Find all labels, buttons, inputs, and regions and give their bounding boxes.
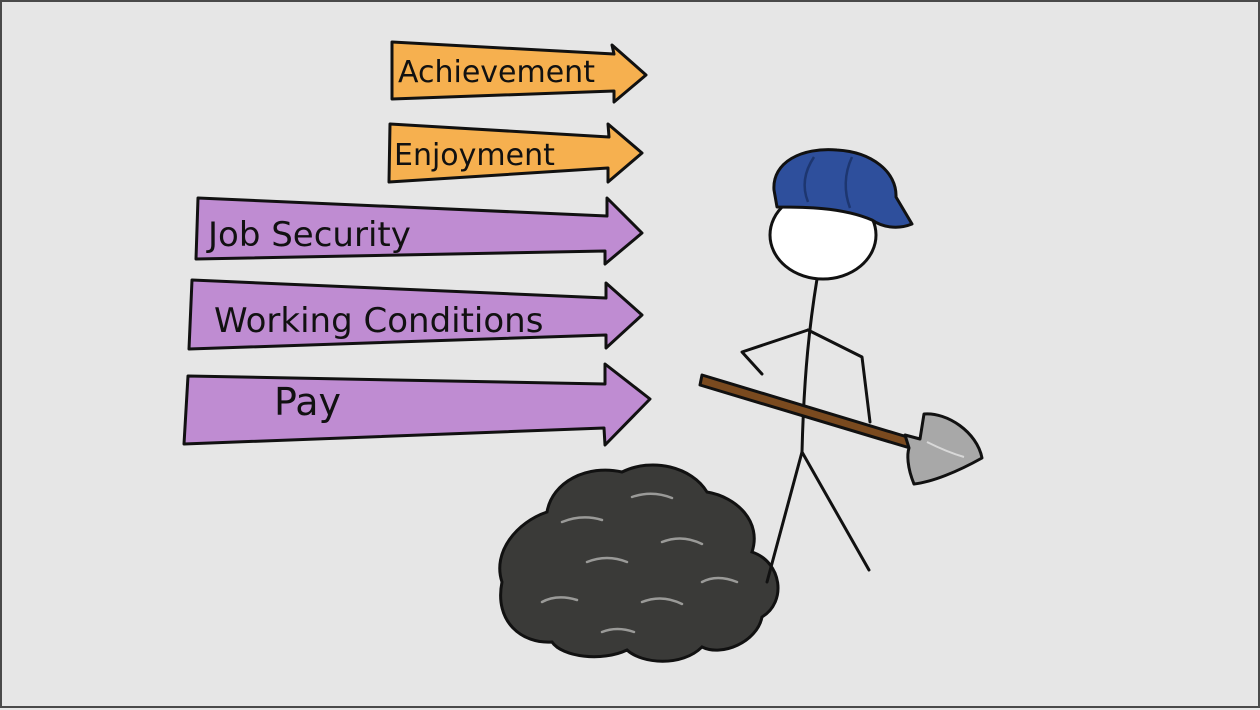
arrow-working-conditions-shape [187, 278, 644, 351]
stick-figure-icon [740, 148, 914, 584]
arrow-job-security: Job Security [194, 196, 644, 266]
arrow-enjoyment-label: Enjoyment [394, 138, 555, 173]
arrow-pay-label: Pay [274, 380, 341, 424]
arrow-pay-shape [182, 362, 652, 447]
cap-icon [772, 148, 914, 229]
arrow-enjoyment: Enjoyment [387, 122, 644, 184]
arrow-working-conditions-label: Working Conditions [214, 301, 543, 341]
arrow-job-security-shape [194, 196, 644, 266]
arrow-enjoyment-shape [387, 122, 644, 184]
shovel-icon [698, 373, 984, 486]
arrow-achievement-label: Achievement [398, 55, 595, 90]
arrow-achievement: Achievement [390, 40, 648, 104]
dirt-pile-icon [498, 463, 780, 663]
arrow-job-security-label: Job Security [206, 215, 411, 255]
arrow-pay: Pay [182, 362, 652, 447]
arrow-achievement-shape [390, 40, 648, 104]
arrow-working-conditions: Working Conditions [187, 278, 644, 351]
